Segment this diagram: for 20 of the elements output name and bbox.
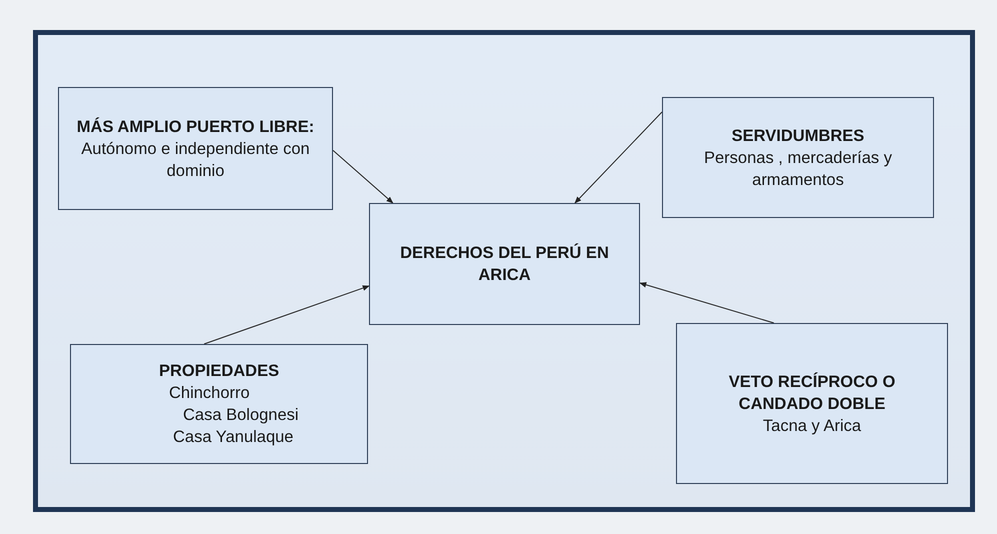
box-heading: SERVIDUMBRES [732,126,864,146]
text-box [662,97,934,218]
box-text: Autónomo e independiente con dominio [80,138,311,182]
arrow [574,112,662,204]
arrow [332,150,394,204]
box-heading: DERECHOS DEL PERÚ EN ARICA [399,242,610,286]
box-text: Personas , mercaderías y armamentos [703,148,893,190]
arrow [204,285,370,344]
box-text: Chinchorro [169,383,250,404]
text-box [70,344,368,464]
box-heading: PROPIEDADES [159,361,280,382]
box-heading: MÁS AMPLIO PUERTO LIBRE: [76,116,314,138]
text-box [676,323,948,484]
arrow [639,282,774,324]
box-text: Casa Yanulaque [173,427,294,448]
text-box [369,203,640,325]
text-box [58,87,333,210]
box-text: Casa Bolognesi [183,405,299,426]
box-text: Tacna y Arica [762,416,862,436]
box-heading: VETO RECÍPROCO O CANDADO DOBLE [728,371,896,414]
